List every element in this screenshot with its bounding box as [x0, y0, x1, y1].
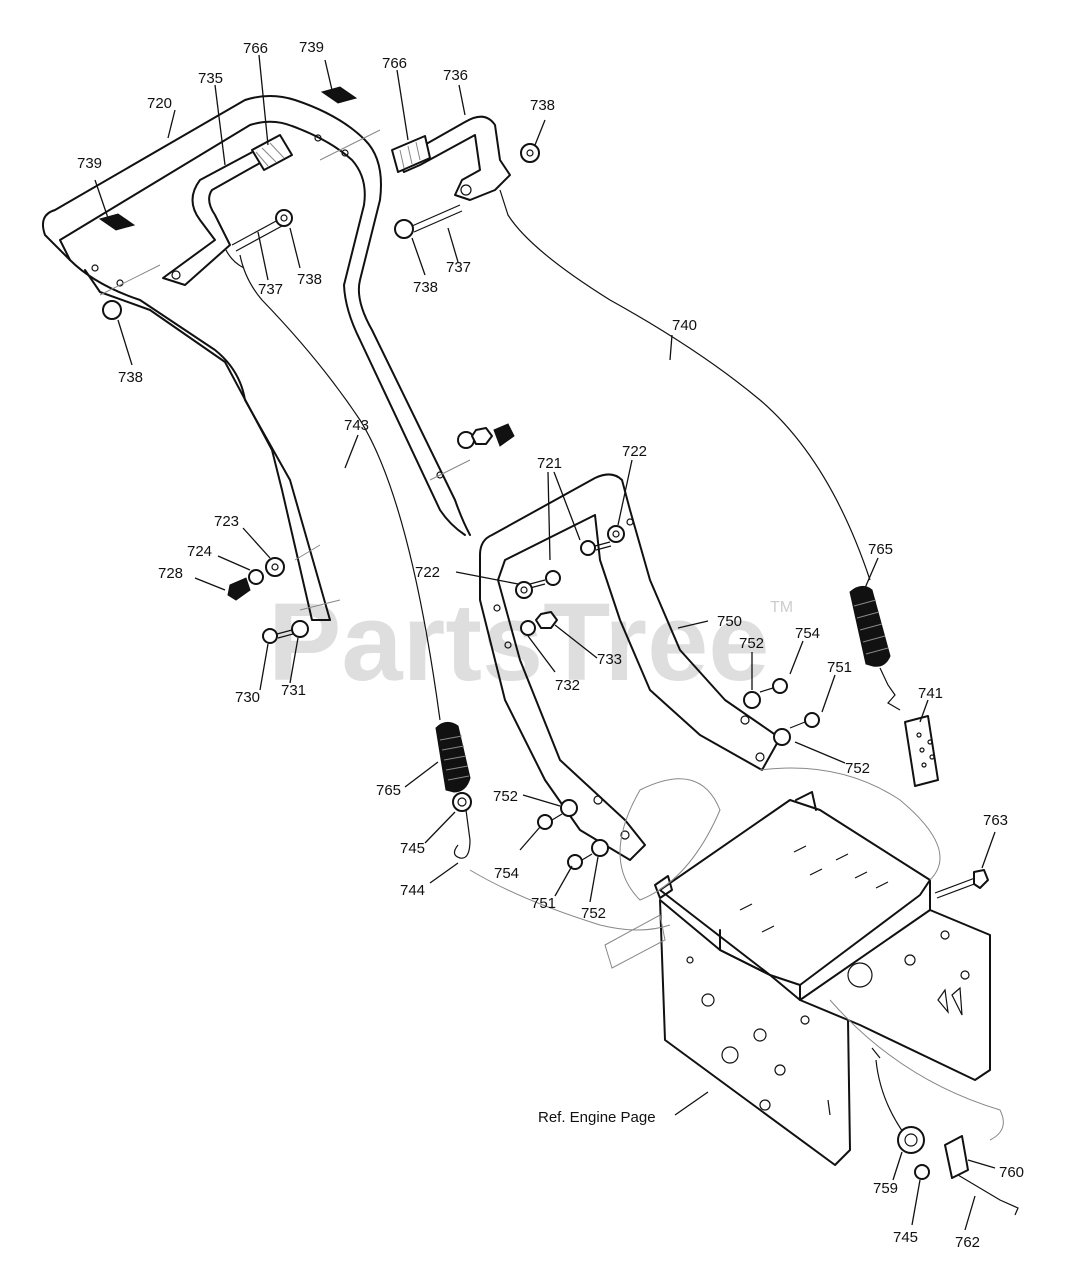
bracket-741: [904, 715, 939, 787]
cable-743: [225, 249, 441, 721]
bolt-763: [934, 869, 989, 899]
frame-assembly: [604, 791, 991, 1166]
callout-721: 721: [537, 455, 562, 472]
callout-738: 738: [118, 369, 143, 386]
callout-752: 752: [493, 788, 518, 805]
spring-765-left: [435, 722, 472, 859]
callout-762: 762: [955, 1234, 980, 1251]
callout-731: 731: [281, 682, 306, 699]
callout-741: 741: [918, 685, 943, 702]
callout-740: 740: [672, 317, 697, 334]
pin-737-right: [102, 143, 540, 320]
control-lever-736: [391, 115, 511, 201]
callout-733: 733: [597, 651, 622, 668]
callout-737: 737: [446, 259, 471, 276]
callout-722: 722: [622, 443, 647, 460]
callout-750: 750: [717, 613, 742, 630]
callout-722: 722: [415, 564, 440, 581]
idler-759-760-762: [871, 1047, 1019, 1216]
callout-751: 751: [827, 659, 852, 676]
callout-720: 720: [147, 95, 172, 112]
hardware-upper-knob: [457, 423, 515, 449]
callout-752: 752: [845, 760, 870, 777]
callout-739: 739: [299, 39, 324, 56]
callout-766: 766: [243, 40, 268, 57]
decal-739-left: [98, 213, 136, 231]
callout-labels: 720 735 766 739 766 736 738 739 737 738 …: [77, 39, 1024, 1251]
callout-728: 728: [158, 565, 183, 582]
callout-738: 738: [297, 271, 322, 288]
cable-740: [499, 189, 871, 581]
callout-760: 760: [999, 1164, 1024, 1181]
leader-lines: [94, 54, 996, 1231]
callout-752: 752: [739, 635, 764, 652]
callout-745: 745: [893, 1229, 918, 1246]
callout-744: 744: [400, 882, 425, 899]
callout-754: 754: [795, 625, 820, 642]
callout-743: 743: [344, 417, 369, 434]
callout-738: 738: [530, 97, 555, 114]
callout-730: 730: [235, 689, 260, 706]
callout-724: 724: [187, 543, 212, 560]
callout-736: 736: [443, 67, 468, 84]
callout-745: 745: [400, 840, 425, 857]
callout-763: 763: [983, 812, 1008, 829]
callout-754: 754: [494, 865, 519, 882]
callout-723: 723: [214, 513, 239, 530]
decal-739-upper: [320, 86, 358, 104]
watermark-trademark: TM: [770, 599, 793, 616]
callout-739: 739: [77, 155, 102, 172]
hardware-721-722: [515, 525, 625, 599]
callout-735: 735: [198, 70, 223, 87]
callout-765: 765: [376, 782, 401, 799]
pin-737-left: [231, 209, 293, 252]
callout-737: 737: [258, 281, 283, 298]
hardware-723-724-728: [227, 557, 285, 601]
callout-751: 751: [531, 895, 556, 912]
callout-759: 759: [873, 1180, 898, 1197]
ref-engine-note: Ref. Engine Page: [538, 1109, 656, 1126]
control-lever-735: [162, 134, 293, 286]
hardware-732-733: [520, 611, 558, 636]
callout-752: 752: [581, 905, 606, 922]
callout-732: 732: [555, 677, 580, 694]
callout-766: 766: [382, 55, 407, 72]
callout-765: 765: [868, 541, 893, 558]
callout-738: 738: [413, 279, 438, 296]
upper-handle-720: [42, 95, 471, 621]
hardware-754-751-right: [743, 678, 820, 746]
spring-765-right: [849, 586, 901, 711]
lower-handle-750: [479, 473, 781, 861]
hardware-754-751-left: [537, 799, 609, 870]
hardware-730-731: [262, 620, 309, 644]
watermark-brand: PartsTree: [268, 581, 769, 704]
